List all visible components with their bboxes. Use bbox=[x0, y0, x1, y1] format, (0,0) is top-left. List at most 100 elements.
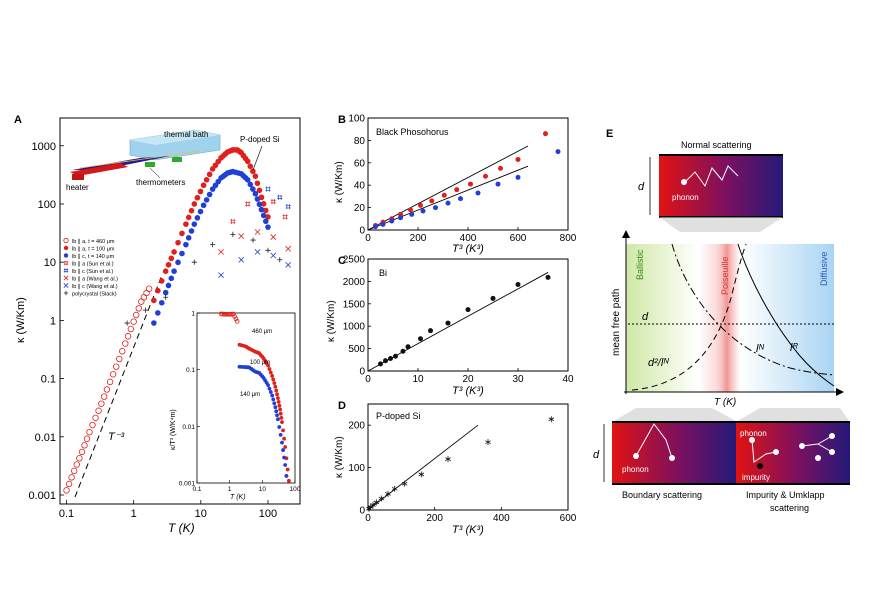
a-point bbox=[285, 245, 292, 252]
a-point bbox=[162, 268, 169, 274]
thermometer-2 bbox=[172, 157, 182, 162]
a-point-interp bbox=[73, 461, 80, 468]
impurity-caption-2: scattering bbox=[770, 503, 809, 513]
panel-b-label: B bbox=[338, 114, 346, 126]
legend-label-7: polycrystal (Slack) bbox=[72, 292, 117, 298]
a-point bbox=[270, 252, 277, 259]
a-point-interp bbox=[256, 187, 263, 194]
a-point bbox=[210, 242, 216, 248]
legend-label-1: lb ∥ a, t = 100 μm bbox=[72, 246, 115, 253]
impurity-phonon-path bbox=[751, 439, 777, 463]
inset-point-interp bbox=[272, 401, 277, 406]
data-point bbox=[445, 456, 451, 463]
a-point bbox=[282, 214, 288, 220]
regime-diffusive: Diffusive bbox=[819, 252, 829, 286]
a-point bbox=[95, 407, 102, 414]
y-tick-label-1: 100 bbox=[348, 463, 365, 474]
inset-point-interp bbox=[275, 392, 279, 397]
data-point bbox=[408, 207, 413, 213]
inset-point-interp bbox=[282, 436, 287, 441]
inset-point-interp bbox=[233, 316, 239, 322]
a-point-interp bbox=[165, 261, 172, 268]
a-point-interp bbox=[256, 201, 263, 208]
a-point bbox=[151, 297, 157, 304]
x-tick-label-4: 40 bbox=[562, 374, 574, 385]
panel-c-xlabel: T³ (K³) bbox=[452, 385, 484, 397]
y-tick-label-2: 200 bbox=[348, 421, 365, 432]
x-tick-label-4: 800 bbox=[560, 233, 577, 244]
a-point bbox=[142, 307, 149, 313]
a-point-interp bbox=[165, 282, 172, 289]
inset-y-tick-label-2: 0.1 bbox=[186, 367, 195, 374]
panel-b-title: Black Phosohorus bbox=[376, 127, 449, 137]
normal-d-label: d bbox=[638, 181, 645, 193]
inset-point-interp bbox=[282, 455, 287, 460]
a-y-tick-label-2: 0.1 bbox=[41, 374, 56, 386]
data-point bbox=[401, 480, 408, 487]
a-point-interp bbox=[194, 215, 201, 221]
a-point bbox=[191, 221, 198, 227]
fit-line-0 bbox=[367, 424, 479, 511]
sample-bar bbox=[72, 156, 170, 170]
panel-a-slope-label: T⁻³ bbox=[108, 431, 125, 443]
curve-lN bbox=[671, 243, 835, 376]
y-tick-label-2: 1000 bbox=[343, 322, 366, 333]
boundary-caption: Boundary scattering bbox=[622, 490, 702, 500]
legend-marker-6 bbox=[63, 283, 69, 288]
x-tick-label-2: 20 bbox=[462, 374, 474, 385]
inset-point-interp bbox=[268, 390, 273, 394]
fit-line-0 bbox=[367, 145, 529, 231]
normal-scattering-title: Normal scattering bbox=[681, 140, 752, 150]
data-point bbox=[370, 501, 376, 508]
data-point bbox=[398, 215, 403, 221]
legend-label-0: lb ∥ a, t = 460 μm bbox=[72, 238, 115, 245]
a-point bbox=[252, 190, 259, 197]
impurity-phonon-dot bbox=[749, 437, 755, 443]
data-point bbox=[548, 416, 555, 423]
legend-label-4: lb ∥ c (Sun et al.) bbox=[72, 268, 113, 275]
a-point bbox=[183, 221, 189, 227]
a-point bbox=[113, 363, 120, 370]
x-tick-label-0: 0 bbox=[365, 374, 371, 385]
data-point bbox=[433, 205, 438, 211]
y-tick-label-4: 80 bbox=[354, 136, 366, 147]
legend-marker-1 bbox=[63, 245, 69, 251]
label-d2: d²/lᴺ bbox=[648, 357, 669, 369]
inset-point-interp bbox=[271, 377, 276, 382]
a-point bbox=[200, 182, 207, 189]
a-point bbox=[254, 229, 261, 235]
y-tick-label-3: 60 bbox=[354, 158, 366, 169]
a-point-interp bbox=[127, 325, 135, 333]
panel-a-ylabel: κ (W/Km) bbox=[15, 297, 27, 343]
inset-point-interp bbox=[277, 403, 282, 408]
umklapp-dot-1 bbox=[799, 443, 805, 449]
thermometers-label: thermometers bbox=[136, 178, 185, 187]
a-point bbox=[124, 320, 130, 326]
legend-marker-4 bbox=[63, 268, 69, 273]
x-tick-label-0: 0 bbox=[365, 233, 371, 244]
a-point bbox=[183, 241, 189, 248]
legend-label-5: lb ∥ a (Wang et al.) bbox=[72, 276, 118, 283]
inset-xlabel: T (K) bbox=[230, 494, 246, 501]
a-point-interp bbox=[188, 228, 195, 234]
e-xlabel: T (K) bbox=[714, 397, 736, 408]
a-point bbox=[151, 320, 157, 326]
e-y-arrowhead bbox=[622, 230, 630, 238]
inset-point-interp bbox=[268, 370, 273, 375]
panel-d-title: P-doped Si bbox=[376, 411, 421, 421]
inset-point-interp bbox=[277, 425, 282, 429]
data-point bbox=[418, 471, 425, 478]
boundary-phonon-label: phonon bbox=[622, 465, 649, 474]
a-x-tick-label-0: 0.1 bbox=[59, 508, 74, 520]
panel-d-frame bbox=[367, 403, 569, 511]
panel-d-xlabel: T³ (K³) bbox=[452, 524, 484, 536]
a-point-interp bbox=[203, 197, 210, 203]
poiseuille-band bbox=[712, 244, 742, 392]
data-point bbox=[515, 282, 521, 288]
a-y-tick-label-5: 100 bbox=[38, 199, 56, 211]
panel-e-label: E bbox=[606, 128, 613, 140]
a-point-interp bbox=[206, 191, 213, 198]
